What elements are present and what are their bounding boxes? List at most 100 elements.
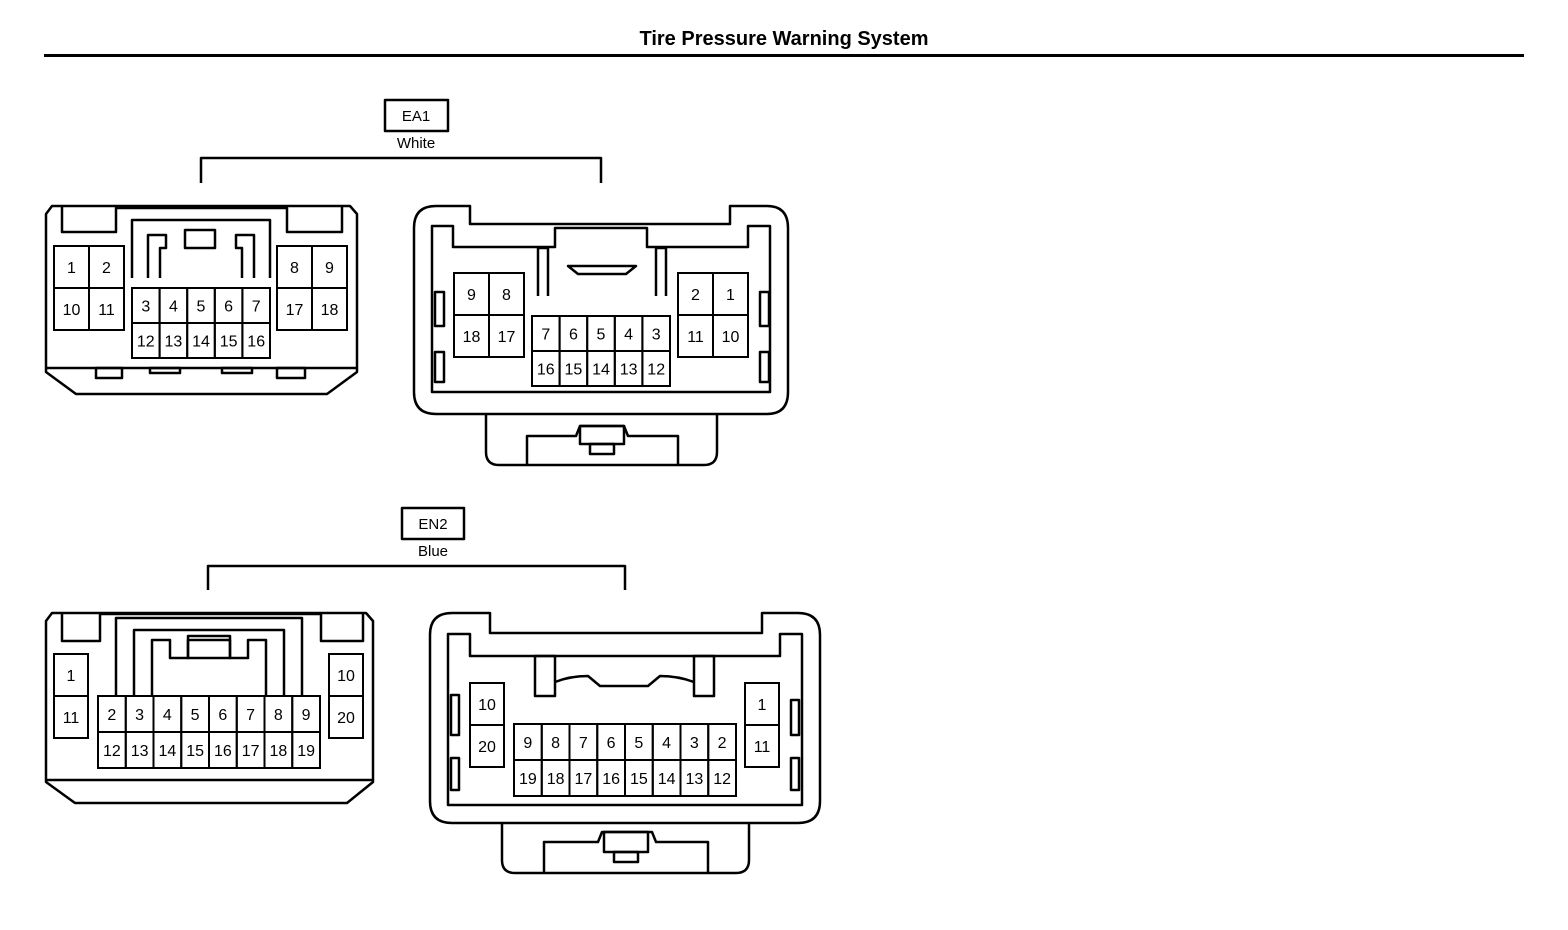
ea1-male-mid-pin-cell: [241, 322, 271, 359]
en2-male-mid-pin-label: 7: [246, 707, 255, 724]
ea1-male-mid-pin-label: 13: [165, 334, 183, 351]
en2-female-mid-pin-label: 15: [630, 771, 648, 788]
en2-male-mid-pin-label: 8: [274, 707, 283, 724]
en2-male-mid-pin-label: 16: [214, 743, 232, 760]
ea1-male-mid-pin-label: 15: [220, 334, 238, 351]
ea1-female-left-pin-label: 8: [502, 287, 511, 304]
en2-male-housing: [44, 611, 375, 805]
en2-male-mid-pin-label: 15: [186, 743, 204, 760]
ea1-female-mid-pin-label: 12: [647, 362, 665, 379]
en2-female-housing: [428, 611, 822, 875]
en2-male-mid-pin-label: 12: [103, 743, 121, 760]
ea1-male-right-pin-label: 8: [290, 260, 299, 277]
en2-code-box: [400, 506, 466, 541]
ea1-female-mid-pin-label: 7: [541, 327, 550, 344]
en2-male-mid-pin-label: 4: [163, 707, 172, 724]
en2-female-mid-pin-label: 13: [685, 771, 703, 788]
ea1-female-left-pin-label: 17: [498, 329, 516, 346]
ea1-female-right-pin-cell: [712, 314, 749, 358]
en2-female-mid-pin-label: 19: [519, 771, 537, 788]
en2-male-left-pin-label: 11: [63, 710, 80, 727]
ea1-female-right-pin-label: 10: [722, 329, 740, 346]
en2-female-mid-pin-label: 6: [607, 735, 616, 752]
en2-male-right-pin-label: 20: [337, 710, 355, 727]
en2-male-mid-pin-label: 5: [191, 707, 200, 724]
en2-male-mid-pin-label: 3: [135, 707, 144, 724]
en2-female-mid-pin-label: 3: [690, 735, 699, 752]
en2-bracket: [206, 564, 627, 590]
ea1-female-housing: [412, 204, 790, 467]
en2-female-mid-pin-label: 7: [579, 735, 588, 752]
ea1-bracket: [199, 156, 603, 183]
ea1-male-housing: [44, 204, 359, 396]
ea1-male-mid-pin-label: 16: [247, 334, 265, 351]
en2-male-mid-pin-label: 18: [269, 743, 287, 760]
ea1-male-mid-pin-label: 6: [224, 299, 233, 316]
ea1-male-mid-pin-label: 12: [137, 334, 155, 351]
en2-male-mid-pin-label: 2: [107, 707, 116, 724]
ea1-male-mid-pin-label: 4: [169, 299, 178, 316]
ea1-female-right-pin-label: 1: [726, 287, 735, 304]
en2-female-mid-pin-label: 17: [574, 771, 592, 788]
ea1-female-mid-pin-label: 5: [597, 327, 606, 344]
en2-male-mid-pin-label: 13: [131, 743, 149, 760]
ea1-male-left-pin-label: 1: [67, 260, 76, 277]
en2-female-mid-pin-cell: [707, 759, 737, 797]
en2-color: Blue: [418, 543, 448, 560]
en2-female-mid-pin-label: 9: [523, 735, 532, 752]
en2-female-mid-pin-label: 18: [547, 771, 565, 788]
en2-male-mid-pin-label: 17: [242, 743, 260, 760]
en2-male-left-pin-label: 1: [67, 668, 76, 685]
ea1-male-left-pin-label: 10: [63, 302, 81, 319]
en2-female-mid-pin-label: 4: [662, 735, 671, 752]
en2-male-mid-pin-label: 9: [302, 707, 311, 724]
en2-female-right-pin-cell: [744, 724, 780, 768]
en2-male-mid-pin-label: 6: [218, 707, 227, 724]
ea1-male-left-pin-label: 11: [98, 302, 115, 319]
en2-code: EN2: [418, 516, 447, 533]
en2-female-right-pin-label: 1: [758, 697, 767, 714]
en2-female-mid-pin-label: 16: [602, 771, 620, 788]
ea1-female-left-pin-label: 18: [463, 329, 481, 346]
ea1-female-right-pin-label: 2: [691, 287, 700, 304]
ea1-male-mid-pin-label: 14: [192, 334, 210, 351]
ea1-male-left-pin-cell: [88, 287, 125, 331]
ea1-male-right-pin-label: 18: [321, 302, 339, 319]
en2-male-right-pin-label: 10: [337, 668, 355, 685]
ea1-color: White: [397, 135, 435, 152]
ea1-female-left-pin-label: 9: [467, 287, 476, 304]
ea1-male-right-pin-label: 17: [286, 302, 304, 319]
en2-male-mid-pin-label: 19: [297, 743, 315, 760]
ea1-male-right-pin-label: 9: [325, 260, 334, 277]
ea1-female-mid-pin-label: 3: [652, 327, 661, 344]
ea1-female-mid-pin-label: 13: [620, 362, 638, 379]
ea1-code: EA1: [402, 108, 430, 125]
en2-female-right-pin-label: 11: [754, 739, 771, 756]
ea1-female-mid-pin-cell: [641, 350, 672, 387]
en2-female-mid-pin-label: 5: [634, 735, 643, 752]
en2-female-mid-pin-label: 2: [718, 735, 727, 752]
en2-female-mid-pin-label: 12: [713, 771, 731, 788]
ea1-male-mid-pin-label: 7: [252, 299, 261, 316]
en2-female-left-pin-label: 20: [478, 739, 496, 756]
title-rule: [44, 54, 1524, 57]
ea1-male-right-pin-cell: [311, 287, 348, 331]
ea1-male-mid-pin-label: 3: [141, 299, 150, 316]
en2-female-mid-pin-label: 14: [658, 771, 676, 788]
ea1-female-mid-pin-label: 4: [624, 327, 633, 344]
en2-male-mid-pin-label: 14: [158, 743, 176, 760]
en2-female-left-pin-label: 10: [478, 697, 496, 714]
ea1-female-mid-pin-label: 14: [592, 362, 610, 379]
en2-female-left-pin-cell: [469, 724, 505, 768]
en2-male-right-pin-cell: [328, 695, 364, 739]
ea1-female-mid-pin-label: 6: [569, 327, 578, 344]
ea1-female-left-pin-cell: [488, 314, 525, 358]
page-title: Tire Pressure Warning System: [639, 28, 929, 50]
en2-male-mid-pin-cell: [291, 731, 321, 769]
en2-female-mid-pin-label: 8: [551, 735, 560, 752]
ea1-female-right-pin-label: 11: [687, 329, 704, 346]
ea1-code-box: [383, 98, 450, 133]
ea1-female-mid-pin-label: 16: [537, 362, 555, 379]
